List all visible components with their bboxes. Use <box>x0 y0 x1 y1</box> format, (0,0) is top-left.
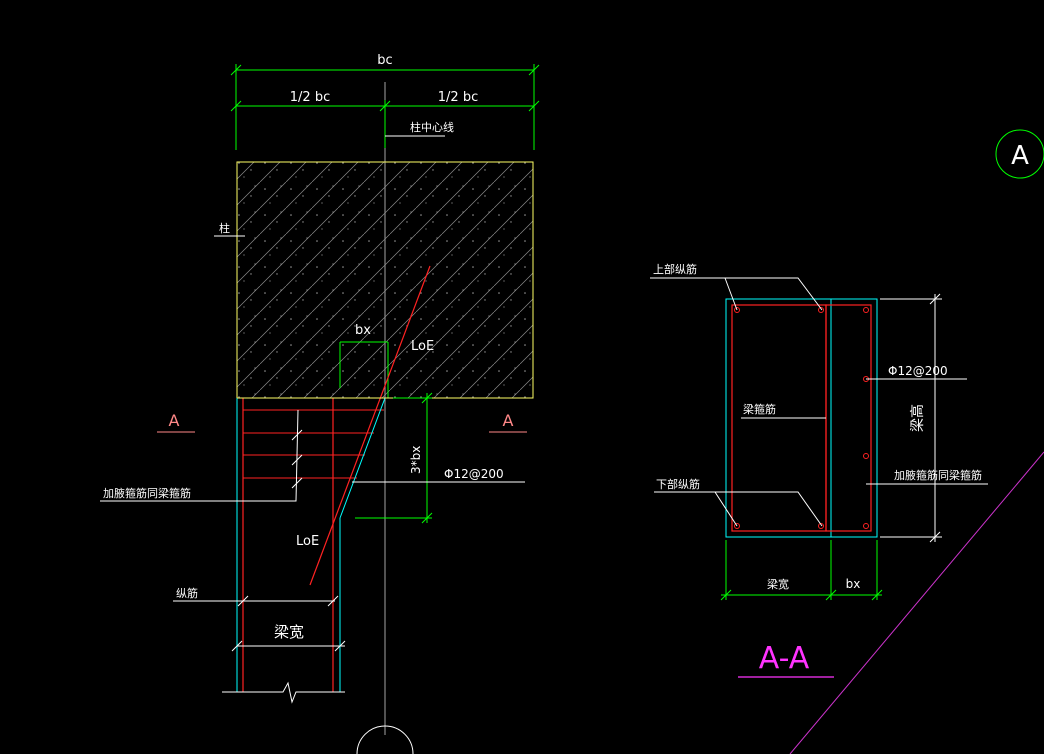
section-title: A-A <box>759 641 810 676</box>
beam-edges <box>236 397 386 692</box>
haunch-diagonal-bar <box>309 265 431 586</box>
section-mark-right: A <box>503 411 514 430</box>
haunch-stirrup-label: 加腋箍筋同梁箍筋 <box>103 486 191 500</box>
bottom-bar-leader <box>654 491 823 527</box>
stirrup-spec-label: Φ12@200 <box>444 467 504 481</box>
section-bx-label: bx <box>846 577 861 591</box>
dim-bx <box>339 341 389 398</box>
dim-bx-label: bx <box>355 323 371 338</box>
plan-view: bc 1/2 bc 1/2 bc 柱中心线 柱 bx L <box>100 53 540 754</box>
dim-3bx <box>355 392 433 524</box>
centerline-label: 柱中心线 <box>410 120 454 134</box>
break-line <box>222 681 345 704</box>
magenta-diagonal-line <box>789 451 1044 754</box>
section-height-dim <box>880 293 942 543</box>
column-hatched-area <box>236 161 534 399</box>
dim-3bx-label: 3*bx <box>409 446 423 474</box>
loe-label-lower: LoE <box>296 534 319 549</box>
section-mark-left: A <box>169 411 180 430</box>
section-width-label: 梁宽 <box>767 577 789 591</box>
haunch-stirrups <box>243 409 384 479</box>
section-spec-label: Φ12@200 <box>888 364 948 378</box>
axis-bubble <box>995 129 1044 179</box>
top-bar-leader <box>650 277 823 311</box>
section-height-label: 梁高 <box>909 404 926 432</box>
section-haunch-stirrup <box>825 304 872 532</box>
stirrup-label: 梁箍筋 <box>743 402 776 416</box>
axis-bubble-label: A <box>1011 141 1029 171</box>
dim-half-bc <box>230 100 540 150</box>
dim-half-bc-left: 1/2 bc <box>290 90 330 105</box>
dim-bc-label: bc <box>377 53 392 68</box>
loe-label-upper: LoE <box>411 339 434 354</box>
section-haunch-label: 加腋箍筋同梁箍筋 <box>894 468 982 482</box>
column-label: 柱 <box>219 221 230 235</box>
section-width-dim <box>720 540 883 601</box>
dim-half-bc-right: 1/2 bc <box>438 90 478 105</box>
section-view: 上部纵筋 梁箍筋 下部纵筋 Φ12@200 加腋箍筋同梁箍筋 梁高 <box>650 262 988 678</box>
longitudinal-bars <box>242 398 334 692</box>
dim-bc <box>230 64 540 112</box>
section-beam-outline <box>725 298 878 538</box>
bottom-bar-label: 下部纵筋 <box>656 477 700 491</box>
axis-bubble-bottom <box>356 725 414 754</box>
haunch-stirrup-leader <box>100 409 299 502</box>
long-bar-label: 纵筋 <box>176 586 198 600</box>
beam-width-label: 梁宽 <box>274 623 304 641</box>
section-bar-dots <box>734 307 869 529</box>
top-bar-label: 上部纵筋 <box>653 262 697 276</box>
